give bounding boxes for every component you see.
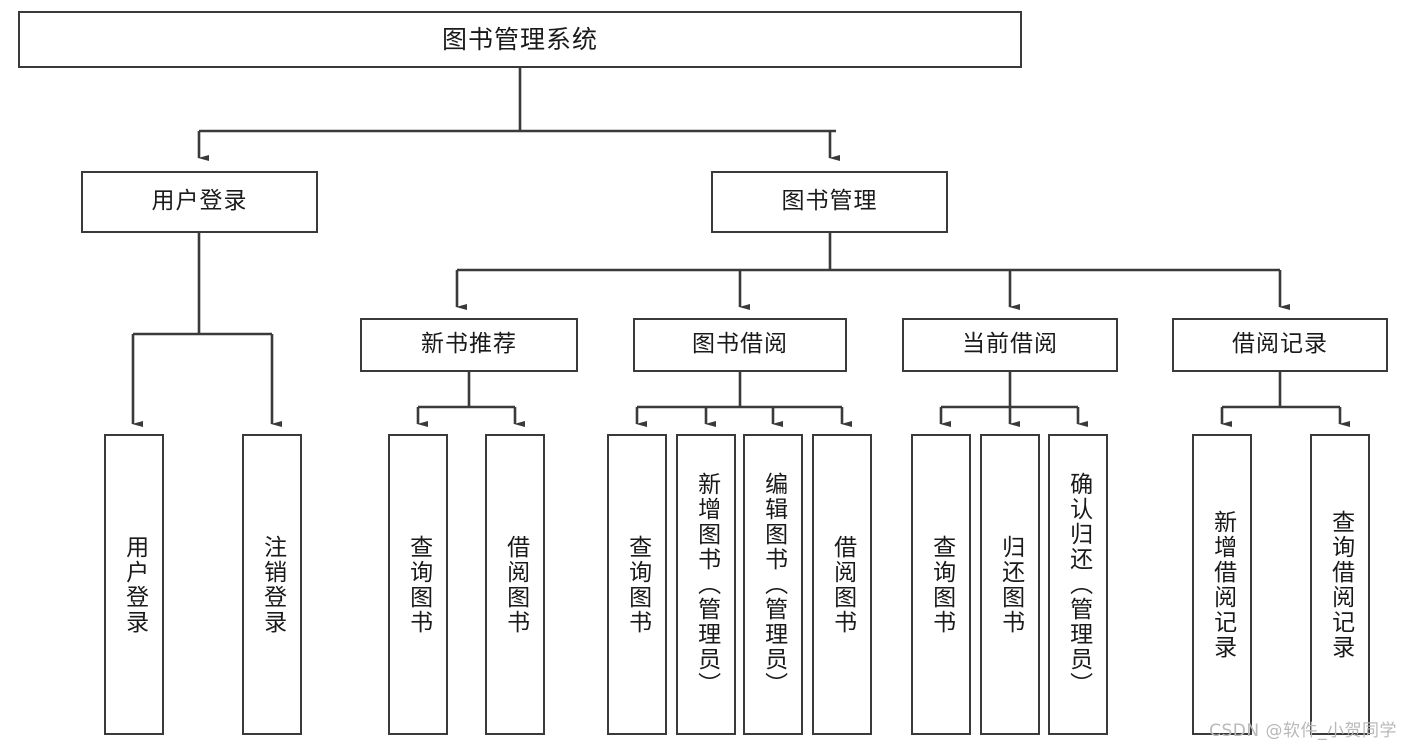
leaf-borrow-add-book[interactable]: 新增图书（管理员）	[676, 434, 736, 735]
leaf-borrow-edit-book[interactable]: 编辑图书（管理员）	[743, 434, 803, 735]
leaf-current-return-book-label: 归还图书	[997, 534, 1024, 635]
node-user-login-label: 用户登录	[151, 188, 248, 215]
leaf-current-query-book[interactable]: 查询图书	[911, 434, 971, 735]
node-root-system[interactable]: 图书管理系统	[18, 11, 1022, 68]
leaf-new-book-query[interactable]: 查询图书	[388, 434, 448, 735]
leaf-current-return-book[interactable]: 归还图书	[980, 434, 1040, 735]
leaf-records-add-record-label: 新增借阅记录	[1209, 509, 1236, 660]
leaf-new-book-query-label: 查询图书	[405, 534, 432, 635]
leaf-records-add-record[interactable]: 新增借阅记录	[1192, 434, 1252, 735]
node-current-borrow[interactable]: 当前借阅	[902, 318, 1118, 372]
node-new-book-recommend-label: 新书推荐	[421, 331, 517, 358]
leaf-borrow-query-book-label: 查询图书	[624, 534, 651, 635]
leaf-borrow-add-book-label: 新增图书（管理员）	[693, 472, 720, 697]
leaf-current-query-book-label: 查询图书	[928, 534, 955, 635]
leaf-new-book-borrow[interactable]: 借阅图书	[485, 434, 545, 735]
leaf-borrow-borrow-book[interactable]: 借阅图书	[812, 434, 872, 735]
leaf-current-confirm-return-label: 确认归还（管理员）	[1065, 472, 1092, 697]
leaf-current-confirm-return[interactable]: 确认归还（管理员）	[1048, 434, 1108, 735]
leaf-borrow-borrow-book-label: 借阅图书	[829, 534, 856, 635]
node-book-management[interactable]: 图书管理	[711, 171, 948, 233]
leaf-records-query-record[interactable]: 查询借阅记录	[1310, 434, 1370, 735]
node-current-borrow-label: 当前借阅	[962, 331, 1058, 358]
leaf-borrow-query-book[interactable]: 查询图书	[607, 434, 667, 735]
leaf-new-book-borrow-label: 借阅图书	[502, 534, 529, 635]
node-user-login[interactable]: 用户登录	[81, 171, 318, 233]
node-book-management-label: 图书管理	[781, 188, 878, 215]
leaf-user-login-logout-label: 注销登录	[259, 534, 286, 635]
node-root-system-label: 图书管理系统	[441, 24, 598, 54]
node-new-book-recommend[interactable]: 新书推荐	[360, 318, 578, 372]
leaf-borrow-edit-book-label: 编辑图书（管理员）	[760, 472, 787, 697]
leaf-user-login-login-label: 用户登录	[121, 534, 148, 635]
node-book-borrow[interactable]: 图书借阅	[633, 318, 847, 372]
node-borrow-records[interactable]: 借阅记录	[1172, 318, 1388, 372]
node-book-borrow-label: 图书借阅	[692, 331, 788, 358]
node-borrow-records-label: 借阅记录	[1232, 331, 1328, 358]
leaf-user-login-logout[interactable]: 注销登录	[242, 434, 302, 735]
leaf-records-query-record-label: 查询借阅记录	[1327, 509, 1354, 660]
leaf-user-login-login[interactable]: 用户登录	[104, 434, 164, 735]
